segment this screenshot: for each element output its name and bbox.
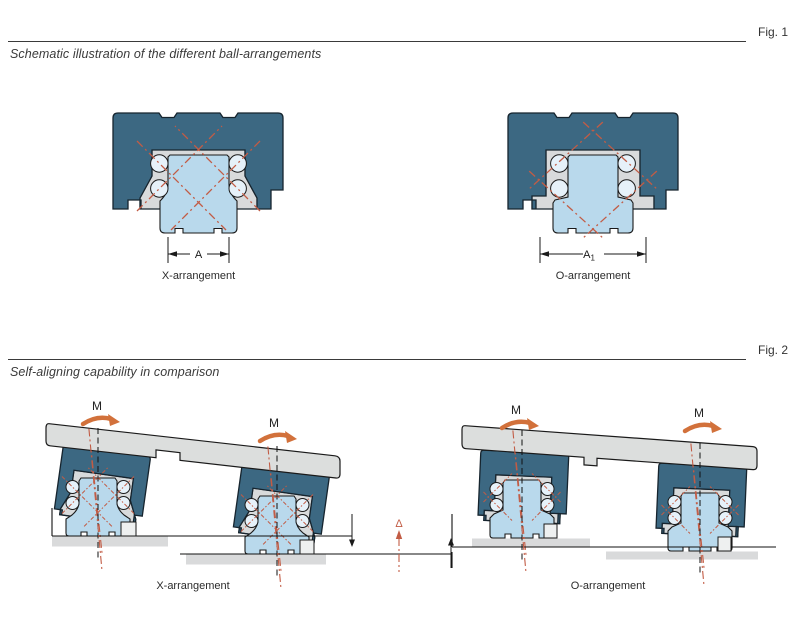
fig2-rule (8, 359, 746, 360)
fig1-rule (8, 41, 746, 42)
fig2-o-caption: O-arrangement (571, 580, 646, 592)
fig1-x-arrangement-diagram: A X-arrangement (112, 112, 284, 282)
mounting-pad (186, 554, 326, 565)
mounting-pad (606, 551, 758, 560)
fig1-dimension-a: A (167, 237, 230, 263)
fig2-o-arrangement-group: M M O-arrangement (451, 403, 776, 592)
moment-label: M (92, 399, 102, 413)
tilted-mounting-plate (45, 423, 341, 479)
fig2-label: Fig. 2 (757, 343, 788, 357)
reference-step (543, 523, 558, 539)
height-offset-annotation: Δ (349, 514, 454, 572)
fig1-subtitle: Schematic illustration of the different … (10, 47, 322, 61)
fig1-dimension-a1: A1 (539, 237, 647, 263)
fig2-x-caption: X-arrangement (156, 580, 229, 592)
mounting-pad (52, 536, 168, 547)
reference-step (717, 536, 732, 552)
moment-label: M (694, 406, 704, 420)
moment-label: M (511, 403, 521, 417)
dim-label-a: A (195, 249, 203, 261)
dim-label-a1: A1 (583, 249, 595, 263)
fig1-label: Fig. 1 (757, 25, 788, 39)
moment-label: M (269, 416, 279, 430)
reference-step (120, 521, 137, 537)
fig1-x-caption: X-arrangement (162, 270, 235, 282)
mounting-pad (472, 538, 590, 547)
fig1-o-caption: O-arrangement (556, 270, 631, 282)
fig2-subtitle: Self-aligning capability in comparison (10, 365, 220, 379)
tilted-mounting-plate (461, 425, 758, 471)
delta-label: Δ (395, 518, 403, 530)
fig2-x-arrangement-group: M M X-arrangement (45, 399, 451, 592)
fig1-o-arrangement-diagram: A1 O-arrangement (507, 112, 679, 282)
reference-step (299, 539, 315, 555)
